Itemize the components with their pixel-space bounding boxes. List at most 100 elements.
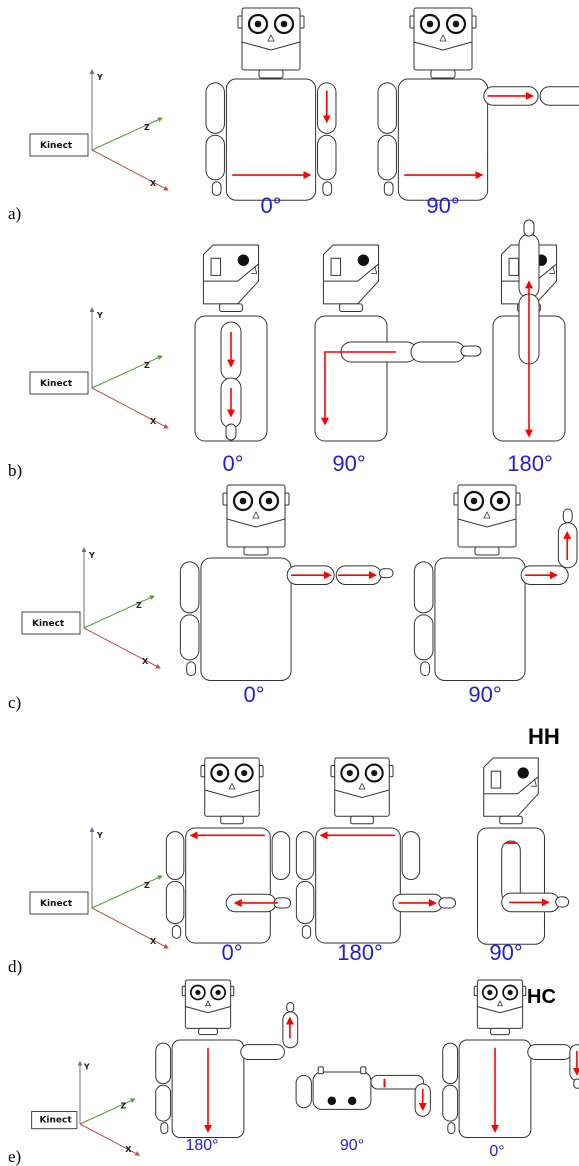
x-axis xyxy=(91,149,169,191)
ear-left xyxy=(222,492,228,506)
forearm-left xyxy=(165,880,185,925)
forearm-left xyxy=(295,880,315,925)
hand xyxy=(555,896,570,908)
kinect-box xyxy=(29,371,89,395)
kinect-box xyxy=(31,1111,78,1130)
angle-label: 0° xyxy=(222,451,243,476)
kinect-box xyxy=(29,891,89,915)
angle-label: 90° xyxy=(489,940,522,965)
robot-head xyxy=(222,484,290,556)
pupil-left xyxy=(239,497,247,505)
upper-arm-right xyxy=(240,1044,285,1061)
hand-right xyxy=(438,897,457,909)
hand-left xyxy=(301,925,312,939)
jaw-line xyxy=(226,518,286,528)
angle-label: 90° xyxy=(332,451,365,476)
upper-arm-left xyxy=(377,82,397,134)
robot-body xyxy=(205,78,337,201)
robot-head xyxy=(473,979,527,1036)
x-axis xyxy=(79,1123,141,1156)
forearm-left xyxy=(179,614,200,661)
panel-title: HH xyxy=(528,724,560,749)
jaw-line xyxy=(241,41,301,51)
z-axis-label: Z xyxy=(121,1101,127,1110)
x-axis-label: X xyxy=(150,417,157,426)
jaw-line xyxy=(413,41,473,51)
robot-head xyxy=(330,757,394,825)
neck xyxy=(490,1027,510,1036)
pupil-right xyxy=(496,497,504,505)
robot-head xyxy=(409,7,477,79)
hand-left xyxy=(171,925,182,939)
angle-label: 90° xyxy=(468,682,501,707)
robot-body xyxy=(179,557,394,681)
robot-body xyxy=(155,1002,299,1138)
upper-arm-left xyxy=(205,82,225,134)
upper-arm-left xyxy=(179,561,200,614)
ear-left xyxy=(453,492,459,506)
upper-arm-right xyxy=(370,1074,425,1090)
z-axis xyxy=(91,355,163,389)
torso xyxy=(185,827,271,944)
robot-body-side xyxy=(492,219,566,442)
eye-right xyxy=(347,1096,357,1106)
motion-arrow xyxy=(321,351,396,426)
ear-right xyxy=(388,765,394,778)
angle-label: 0° xyxy=(221,940,242,965)
panel-label: c) xyxy=(8,693,21,712)
neck xyxy=(430,69,456,79)
kinect-label: Kinect xyxy=(40,379,73,389)
jaw-line xyxy=(483,776,539,795)
hand-left xyxy=(447,1122,456,1135)
nose xyxy=(358,782,366,790)
angle-label: 180° xyxy=(185,1137,218,1154)
x-axis-label: X xyxy=(125,1145,132,1154)
jaw-line xyxy=(203,263,259,282)
x-axis xyxy=(83,627,161,669)
pupil-left xyxy=(487,989,493,996)
torso xyxy=(397,78,489,201)
ear-left xyxy=(237,15,243,29)
forearm-left xyxy=(155,1084,172,1122)
pupil-left xyxy=(216,769,223,777)
eye-left xyxy=(327,1096,337,1106)
ear-left xyxy=(330,765,336,778)
forearm-left xyxy=(413,614,434,661)
forearm-left xyxy=(377,134,397,181)
hand-right xyxy=(378,568,394,579)
nose xyxy=(228,782,236,790)
z-axis xyxy=(91,875,163,909)
upper-arm-right xyxy=(271,831,291,881)
x-axis-label: X xyxy=(142,657,149,666)
robot-top-view xyxy=(295,1066,431,1117)
pupil-left xyxy=(470,497,478,505)
robot-body xyxy=(295,827,457,944)
jaw-line xyxy=(204,789,260,798)
neck xyxy=(339,303,363,312)
nose xyxy=(497,1000,503,1007)
angle-label: 90° xyxy=(426,193,459,218)
kinect-label: Kinect xyxy=(40,141,73,151)
hand-right xyxy=(573,1078,579,1089)
pupil-left xyxy=(254,20,262,28)
kinect-box xyxy=(21,611,81,635)
jaw-line xyxy=(323,263,379,282)
pupil-right xyxy=(507,989,513,996)
neck xyxy=(198,1027,218,1036)
y-axis-label: Y xyxy=(96,73,103,82)
pupil-right xyxy=(371,769,378,777)
side-panel xyxy=(508,257,520,276)
robot-head xyxy=(237,7,305,79)
robot-head xyxy=(181,979,235,1036)
nose-side xyxy=(530,778,537,787)
robot-body xyxy=(377,78,579,201)
neck xyxy=(350,815,374,825)
x-axis xyxy=(91,907,169,949)
jaw-line xyxy=(477,1006,523,1014)
